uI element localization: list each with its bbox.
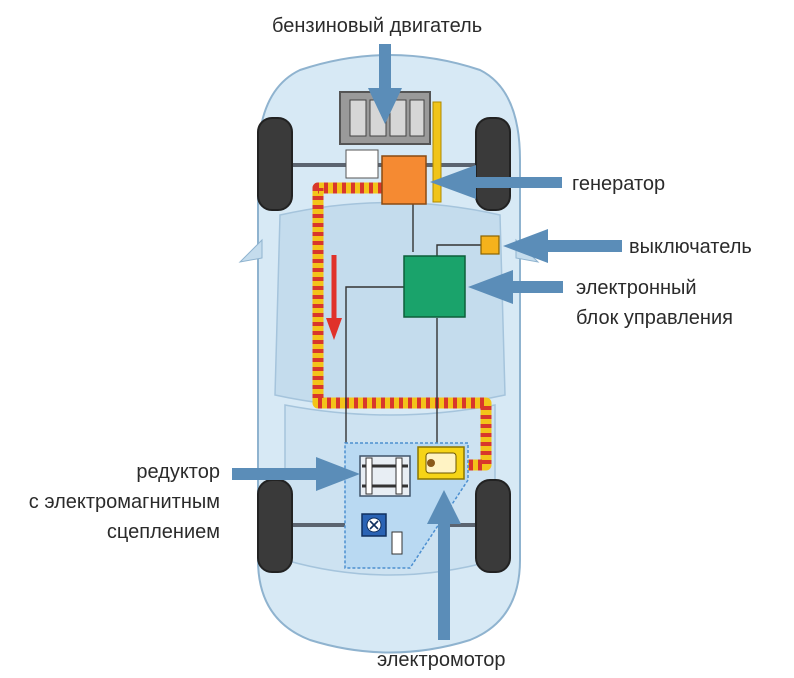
label-engine: бензиновый двигатель [272, 15, 483, 37]
wheel-front-right [475, 117, 511, 211]
label-reducer-line3: сцеплением [106, 521, 220, 543]
switch-box [480, 235, 500, 255]
label-reducer-line1: редуктор [136, 461, 220, 483]
label-generator: генератор [572, 173, 666, 195]
energy-flow-arrow [326, 255, 342, 340]
label-ecu-line2: блок управления [576, 307, 733, 329]
label-motor: электромотор [377, 649, 506, 671]
engine-arrow [368, 44, 402, 124]
reducer-arrow [232, 457, 360, 491]
label-switch: выключатель [629, 236, 752, 258]
electric-motor [425, 452, 457, 474]
label-reducer-line2: с электромагнитным [28, 491, 220, 513]
power-cable [312, 182, 492, 471]
generator-arrow [430, 165, 562, 199]
generator-box [381, 155, 427, 205]
label-ecu-line1: электронный [576, 277, 697, 299]
ecu-box [403, 255, 466, 318]
rear-drive-unit [344, 442, 469, 569]
wheel-front-left [257, 117, 293, 211]
wheel-rear-right [475, 479, 511, 573]
motor-arrow [427, 490, 461, 640]
callout-arrows [232, 44, 622, 640]
ecu-arrow [468, 270, 563, 304]
wheel-rear-left [257, 479, 293, 573]
switch-arrow [503, 229, 622, 263]
